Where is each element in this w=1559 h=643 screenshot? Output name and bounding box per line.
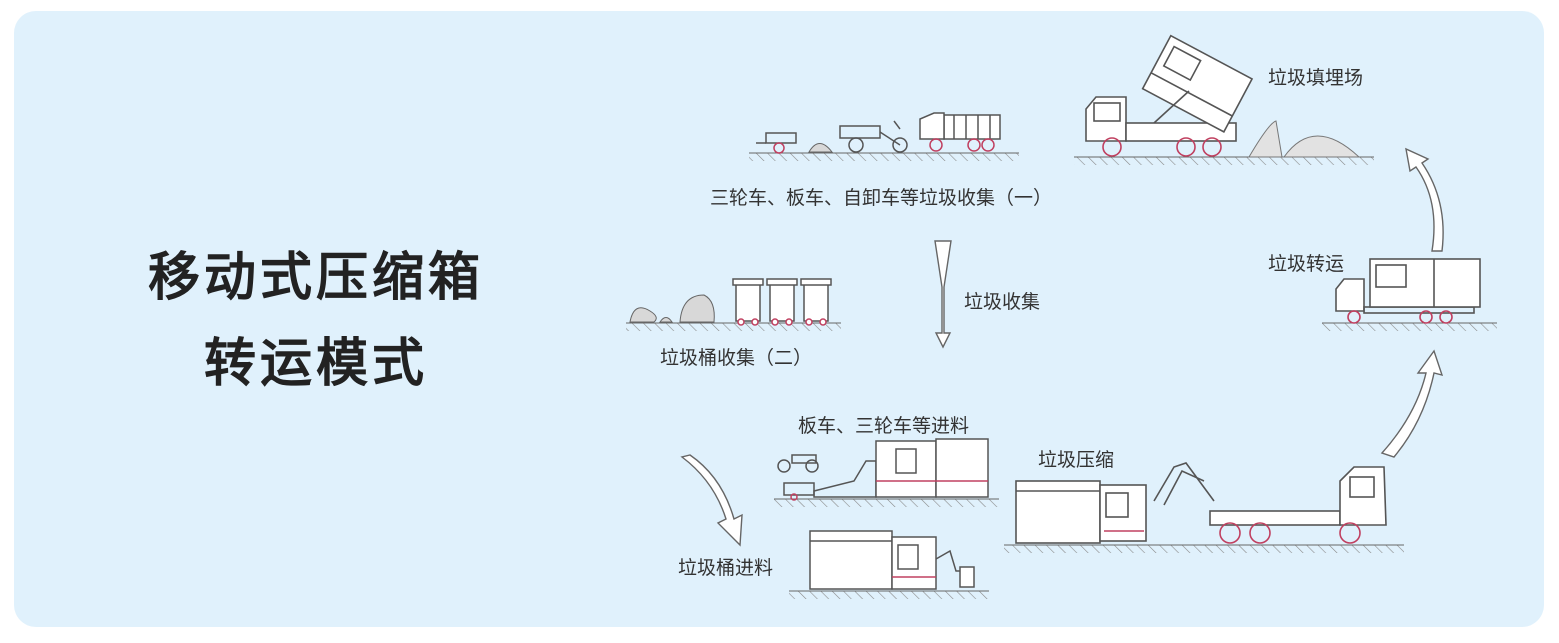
- label-bin-collect-2: 垃圾桶收集（二）: [660, 347, 813, 369]
- arrow-down-left-feed: [680, 454, 743, 547]
- bin-feed-compactor-icon: [809, 530, 975, 590]
- title-line-2: 转运模式: [203, 334, 428, 394]
- flow-arrows: [680, 147, 1444, 547]
- label-collection: 垃圾收集: [964, 291, 1041, 313]
- arrow-up-to-landfill: [1405, 147, 1444, 252]
- arrow-down-collection: [934, 240, 952, 349]
- garbage-pile-icon: [808, 143, 834, 153]
- label-landfill: 垃圾填埋场: [1268, 67, 1364, 89]
- title-line-1: 移动式压缩箱: [147, 248, 484, 308]
- process-illustration: [626, 34, 1497, 599]
- tricycle-icon: [839, 120, 908, 153]
- garbage-bins-icon: [732, 278, 832, 326]
- garbage-bags-icon: [629, 294, 715, 323]
- ground-lines: [626, 152, 1497, 599]
- handcart-icon: [756, 132, 797, 154]
- label-cart-feed: 板车、三轮车等进料: [798, 415, 970, 437]
- landfill-pile-icon: [1248, 120, 1361, 158]
- dump-truck-icon: [919, 112, 1001, 152]
- label-collect-1: 三轮车、板车、自卸车等垃圾收集（一）: [710, 187, 1053, 209]
- label-bin-feed: 垃圾桶进料: [678, 557, 774, 579]
- compression-truck-icon: [1015, 462, 1387, 544]
- cart-feed-compactor-icon: [777, 438, 989, 501]
- landfill-dump-truck-icon: [1085, 34, 1254, 157]
- label-transfer: 垃圾转运: [1268, 253, 1345, 275]
- transfer-truck-icon: [1335, 258, 1481, 324]
- diagram-panel: 移动式压缩箱 转运模式: [14, 11, 1544, 627]
- label-compression: 垃圾压缩: [1038, 449, 1115, 471]
- arrow-up-to-transfer: [1380, 349, 1444, 458]
